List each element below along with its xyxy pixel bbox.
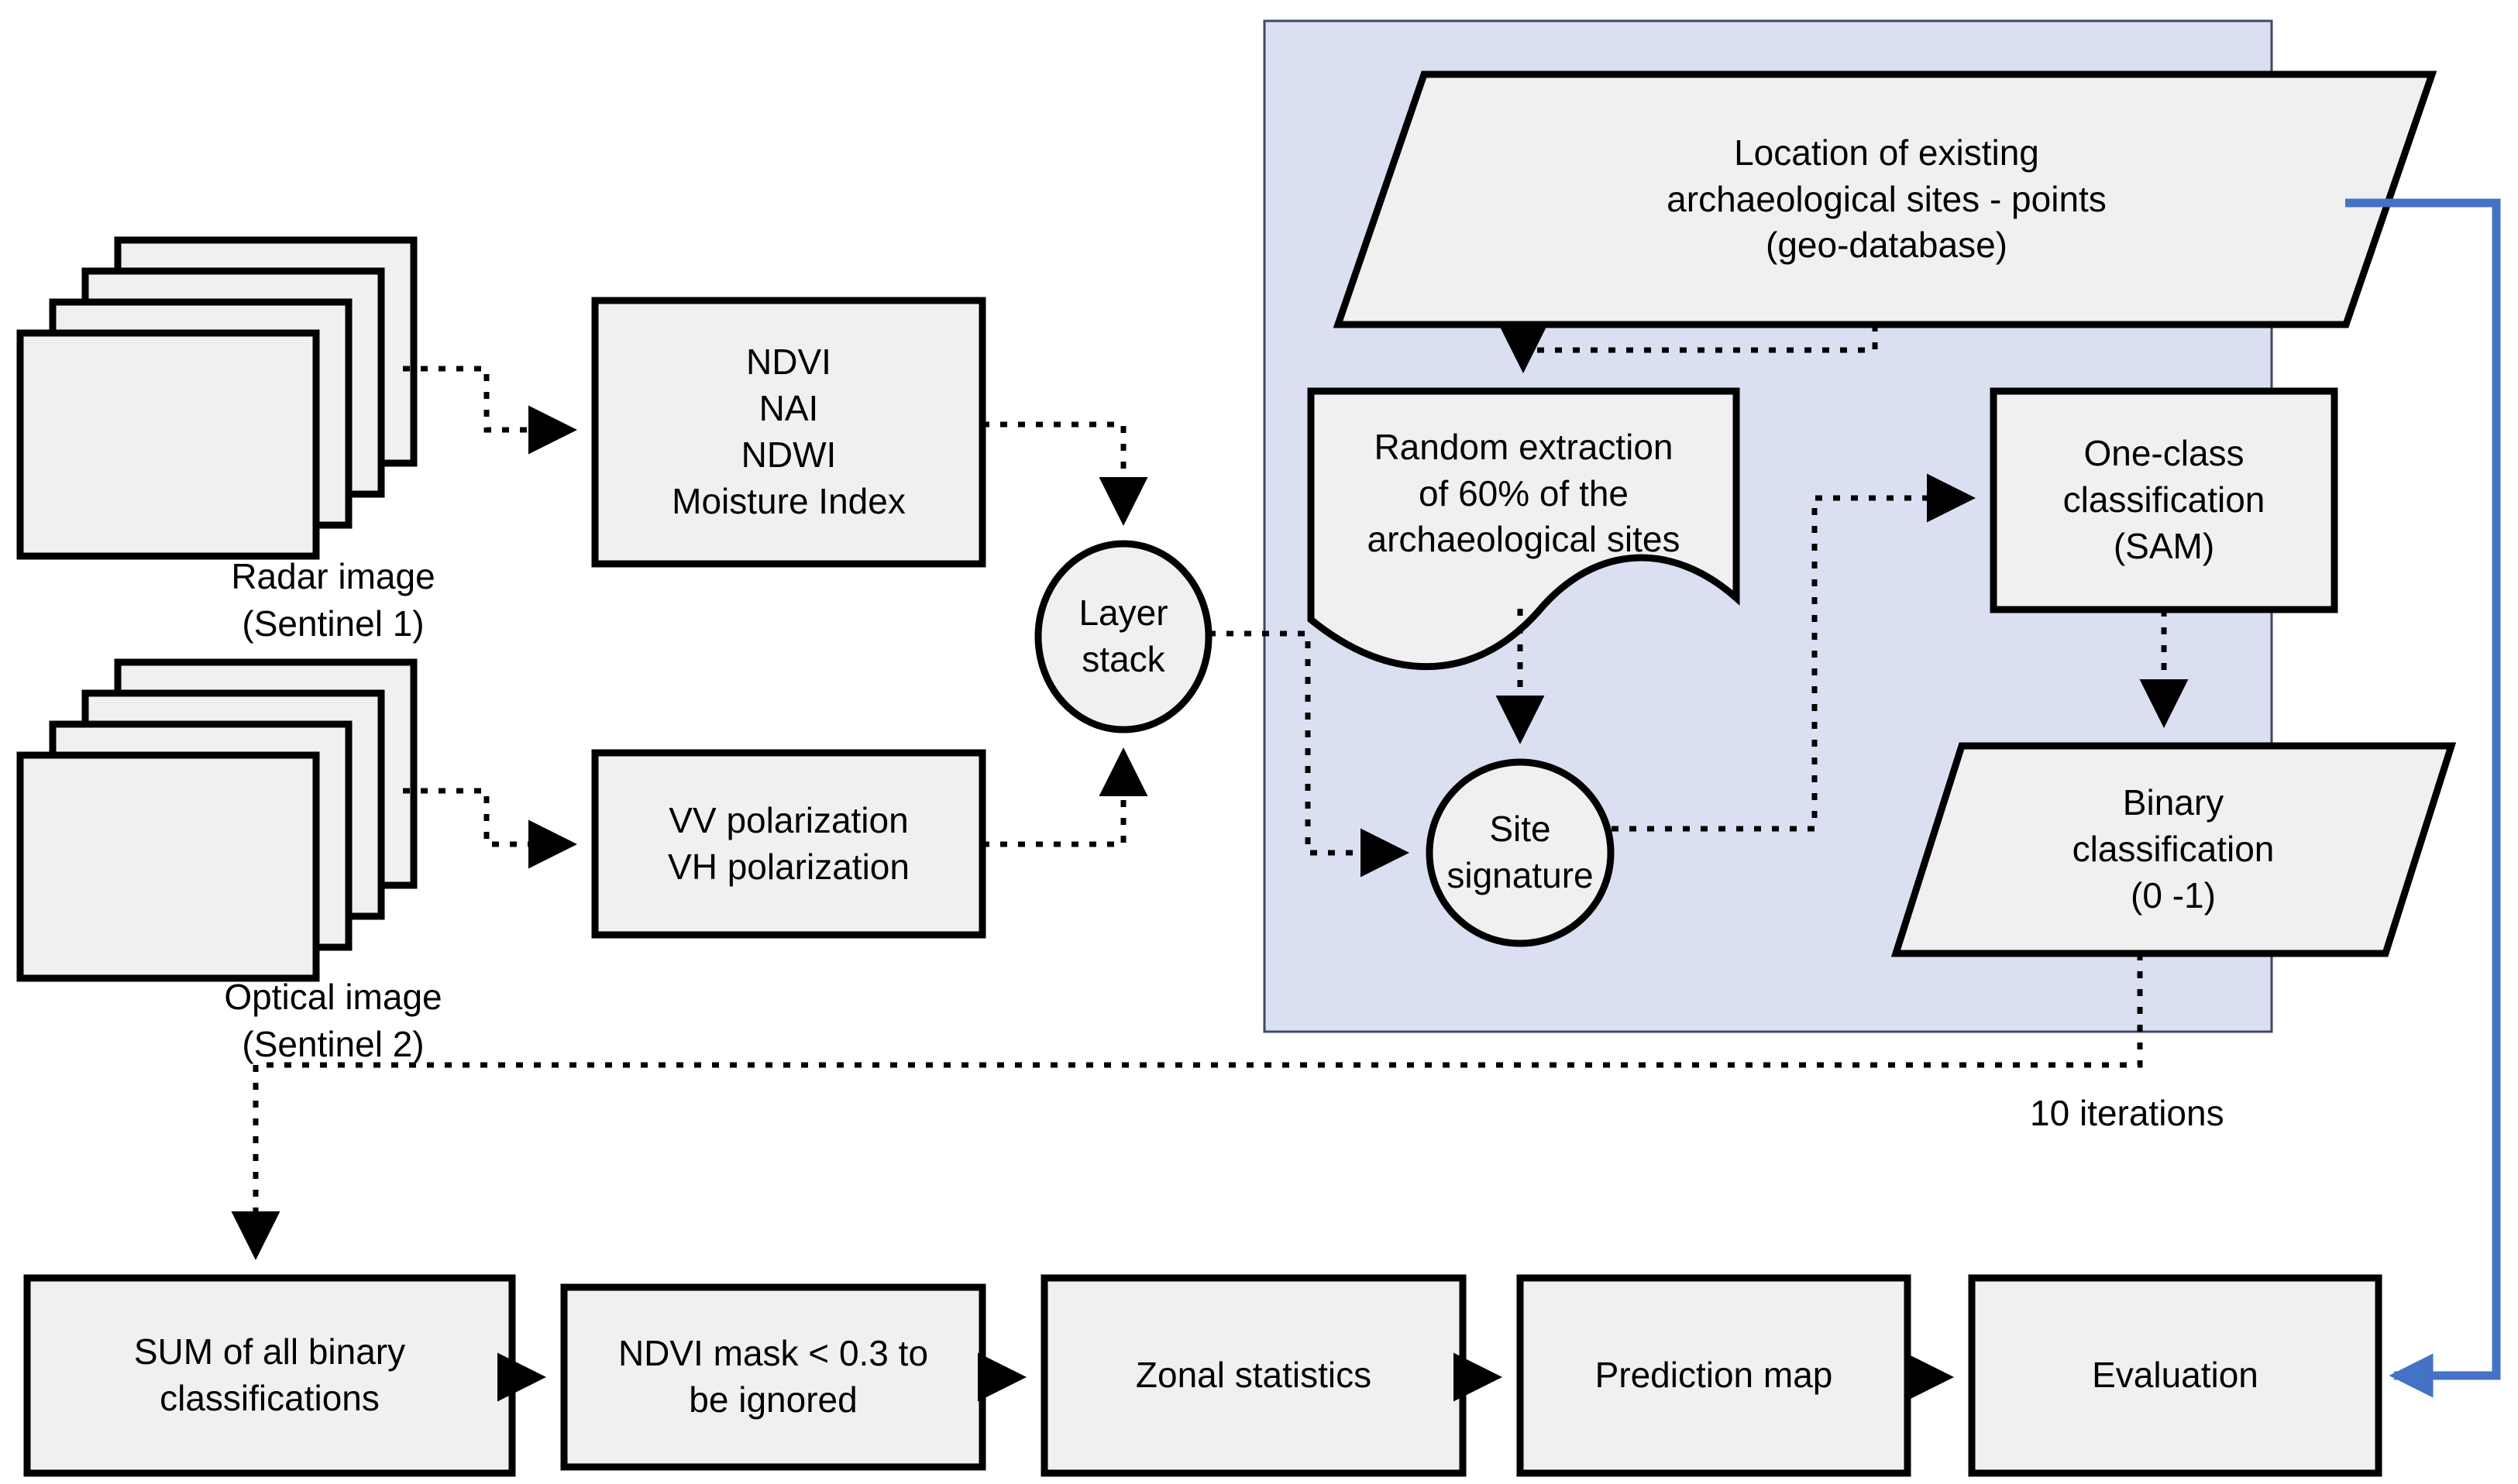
connector-radar-to-indices <box>403 366 577 455</box>
prediction-map-box <box>1516 1274 1911 1477</box>
ndvi-mask-box <box>560 1283 986 1471</box>
layer-stack-node <box>1034 540 1213 733</box>
evaluation-box <box>1968 1274 2382 1477</box>
connector-sitesignature-to-oneclass <box>1612 473 1976 832</box>
geo-database-shape <box>1333 70 2437 328</box>
one-class-box <box>1990 387 2338 613</box>
connector-binary-to-sumbinary <box>231 953 2143 1260</box>
connector-optical-to-polarization <box>403 788 577 869</box>
binary-classification-shape <box>1890 742 2457 957</box>
site-signature-node <box>1426 758 1615 947</box>
indices-box <box>591 297 986 568</box>
random-extraction-shape <box>1307 387 1740 671</box>
connector-geodb-to-randomextraction <box>1498 325 1878 373</box>
feedback-arrow-geodb-to-evaluation <box>2345 198 2501 1398</box>
zonal-statistics-box <box>1041 1274 1467 1477</box>
sum-binary-box <box>23 1274 516 1477</box>
connector-indices-to-layerstack <box>982 421 1148 526</box>
radar-image-stack <box>16 236 418 560</box>
connector-polarization-to-layerstack <box>982 747 1148 847</box>
polarization-box <box>591 749 986 939</box>
optical-image-stack <box>16 658 418 982</box>
